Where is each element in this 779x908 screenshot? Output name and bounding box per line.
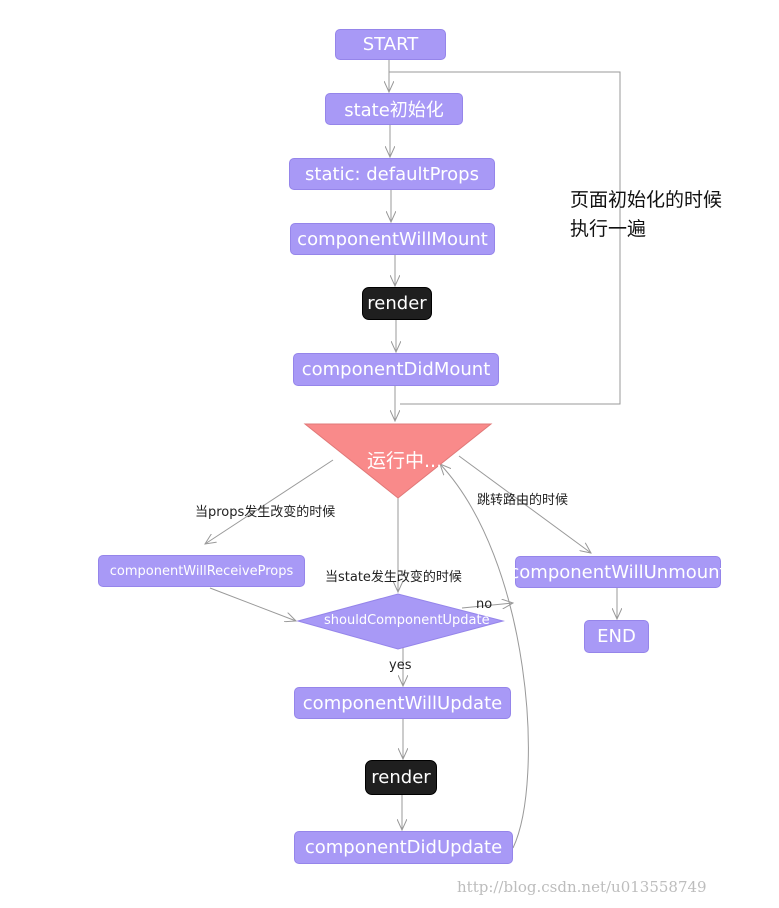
edge-running-to-will-receive-props xyxy=(205,459,334,544)
should-update-decision-diamond xyxy=(296,593,505,650)
should-update-label: shouldComponentUpdate xyxy=(324,613,490,628)
default-props-node: static: defaultProps xyxy=(289,158,495,190)
state-init-node: state初始化 xyxy=(325,93,463,125)
will-update-node: componentWillUpdate xyxy=(294,687,511,719)
edge-should-update-no xyxy=(461,603,513,608)
no-label: no xyxy=(476,597,493,612)
edge-will-receive-props-to-should-update xyxy=(209,587,296,621)
yes-label: yes xyxy=(389,658,412,673)
init-once-note: 页面初始化的时候 执行一遍 xyxy=(570,186,722,244)
init-once-bracket xyxy=(389,71,621,405)
state-change-label: 当state发生改变的时候 xyxy=(325,570,462,585)
running-state-triangle xyxy=(303,423,493,499)
render-node-mount: render xyxy=(362,287,432,320)
init-once-note-line1: 页面初始化的时候 xyxy=(570,189,723,211)
render-node-update: render xyxy=(365,760,437,795)
running-state-label: 运行中... xyxy=(367,450,443,472)
will-receive-props-node: componentWillReceiveProps xyxy=(98,555,305,587)
init-once-note-line2: 执行一遍 xyxy=(570,218,647,240)
will-mount-node: componentWillMount xyxy=(290,223,495,255)
watermark: http://blog.csdn.net/u013558749 xyxy=(457,878,707,896)
end-node: END xyxy=(584,620,649,653)
props-change-label: 当props发生改变的时候 xyxy=(195,505,336,520)
will-unmount-node: componentWillUnmount xyxy=(509,556,727,588)
route-jump-label: 跳转路由的时候 xyxy=(477,493,569,508)
did-update-node: componentDidUpdate xyxy=(294,831,513,864)
edge-running-to-will-unmount xyxy=(458,455,591,553)
start-node: START xyxy=(335,29,446,60)
did-mount-node: componentDidMount xyxy=(293,353,499,386)
edge-did-update-back-to-running xyxy=(440,464,529,849)
